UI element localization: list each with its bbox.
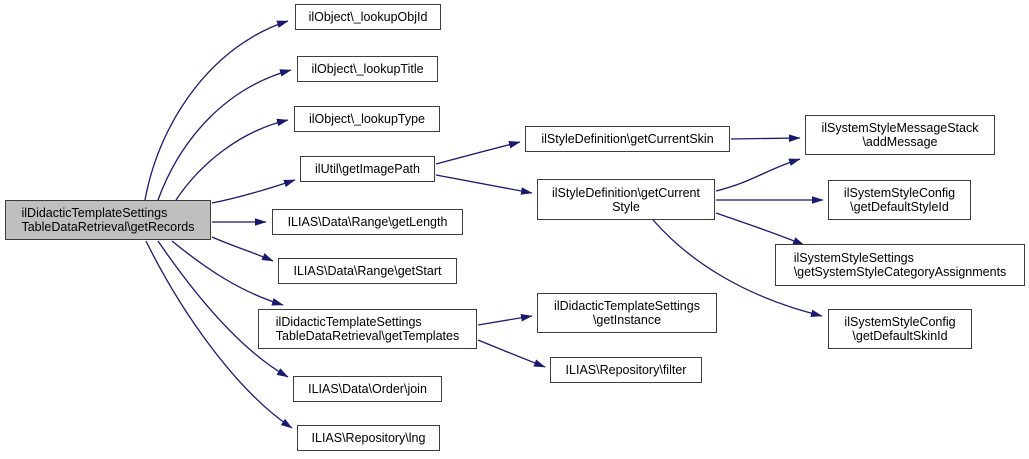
node-getimagepath-label: ilUtil\getImagePath [315, 162, 420, 176]
edge-getRecords-lookupType [175, 118, 289, 201]
node-getrecords[interactable]: ilDidacticTemplateSettings TableDataRetr… [5, 200, 211, 240]
node-getdefaultskinid-label: ilSystemStyleConfig \getDefaultSkinId [844, 315, 956, 343]
edge-getCurrentStyle-getSystemStyleCategoryAssignments [715, 212, 805, 246]
node-getsystemstylecategoryassignments-label: ilSystemStyleSettings \getSystemStyleCat… [793, 251, 1007, 279]
edge-getRecords-getImagePath [211, 179, 296, 204]
node-repository-lng[interactable]: ILIAS\Repository\lng [297, 425, 440, 451]
node-repository-filter[interactable]: ILIAS\Repository\filter [550, 357, 702, 383]
edge-getRecords-join [157, 240, 289, 378]
edge-getRecords-lng [145, 240, 293, 429]
node-lookupobjid[interactable]: ilObject\_lookupObjId [295, 4, 441, 30]
node-lookuptitle-label: ilObject\_lookupTitle [311, 62, 424, 76]
node-getimagepath[interactable]: ilUtil\getImagePath [300, 156, 435, 182]
node-lookuptype-label: ilObject\_lookupType [308, 112, 426, 126]
edge-getCurrentStyle-addMessage [715, 158, 801, 192]
node-getlength[interactable]: ILIAS\Data\Range\getLength [272, 209, 463, 235]
edge-getImagePath-getCurrentSkin [435, 140, 521, 165]
edge-getTemplates-filter [477, 339, 546, 368]
edge-getRecords-getStart [211, 236, 274, 262]
edge-getRecords-lookupObjId [144, 20, 289, 201]
node-getdefaultskinid[interactable]: ilSystemStyleConfig \getDefaultSkinId [828, 309, 972, 349]
node-repository-lng-label: ILIAS\Repository\lng [311, 431, 426, 445]
node-getdefaultstyleid-label: ilSystemStyleConfig \getDefaultStyleId [843, 186, 956, 214]
node-getstart[interactable]: ILIAS\Data\Range\getStart [278, 258, 457, 284]
edge-getCurrentSkin-addMessage [730, 134, 801, 142]
node-order-join[interactable]: ILIAS\Data\Order\join [293, 376, 442, 402]
edge-getTemplates-getInstance [477, 314, 533, 326]
node-getcurrentskin[interactable]: ilStyleDefinition\getCurrentSkin [525, 126, 730, 152]
edge-getRecords-getTemplates [171, 240, 284, 306]
node-lookuptype[interactable]: ilObject\_lookupType [294, 106, 440, 132]
node-repository-filter-label: ILIAS\Repository\filter [565, 363, 687, 377]
edge-getRecords-lookupTitle [157, 69, 292, 201]
node-gettemplates[interactable]: ilDidacticTemplateSettings TableDataRetr… [258, 309, 477, 349]
node-getcurrentstyle-label: ilStyleDefinition\getCurrent Style [552, 185, 700, 214]
node-getinstance[interactable]: ilDidacticTemplateSettings \getInstance [537, 293, 717, 333]
node-getlength-label: ILIAS\Data\Range\getLength [287, 215, 448, 229]
node-lookuptitle[interactable]: ilObject\_lookupTitle [297, 56, 438, 82]
node-getcurrentskin-label: ilStyleDefinition\getCurrentSkin [541, 132, 714, 146]
node-getrecords-label: ilDidacticTemplateSettings TableDataRetr… [21, 206, 195, 234]
edge-getImagePath-getCurrentStyle [435, 174, 533, 195]
node-getstart-label: ILIAS\Data\Range\getStart [293, 264, 442, 278]
node-gettemplates-label: ilDidacticTemplateSettings TableDataRetr… [275, 315, 460, 343]
node-addmessage[interactable]: ilSystemStyleMessageStack \addMessage [805, 115, 995, 155]
node-getdefaultstyleid[interactable]: ilSystemStyleConfig \getDefaultStyleId [828, 180, 971, 220]
edge-getCurrentStyle-getDefaultSkinId [652, 219, 823, 318]
node-getcurrentstyle[interactable]: ilStyleDefinition\getCurrent Style [537, 179, 715, 220]
node-order-join-label: ILIAS\Data\Order\join [308, 382, 427, 396]
node-lookupobjid-label: ilObject\_lookupObjId [308, 10, 428, 24]
node-getinstance-label: ilDidacticTemplateSettings \getInstance [554, 299, 700, 327]
node-addmessage-label: ilSystemStyleMessageStack \addMessage [821, 121, 979, 149]
node-getsystemstylecategoryassignments[interactable]: ilSystemStyleSettings \getSystemStyleCat… [775, 244, 1025, 286]
